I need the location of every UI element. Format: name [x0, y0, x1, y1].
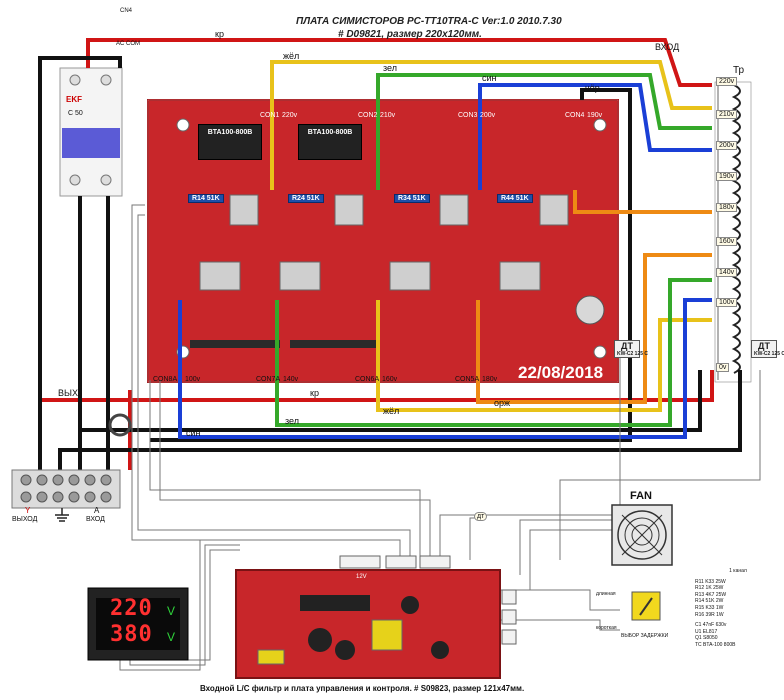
resistor-r24: R24 51K — [288, 194, 324, 203]
wire-label-kr-bottom: кр — [310, 388, 319, 398]
transformer-tap-210: 210v — [716, 110, 738, 119]
top-connector-name: CN4 — [120, 8, 133, 14]
transformer-tap-0: 0v — [716, 363, 730, 372]
transformer-coil — [714, 81, 752, 383]
display-upper-unit: V — [167, 604, 176, 618]
board-temp-sensor: ДТ KW-C2 125 C — [614, 340, 648, 358]
legend-row: R13 4K7 25W — [695, 591, 727, 598]
fan-icon — [611, 504, 673, 566]
board-connector-8a: CON8A — [153, 376, 178, 383]
breaker-brand: EKF — [66, 95, 82, 104]
board-connector-5a: CON5A — [455, 376, 480, 383]
wire-yellow — [270, 60, 712, 412]
legend-row: R14 51K 2W — [695, 598, 724, 605]
page-subtitle: # D09821, размер 220х120мм. — [338, 29, 482, 40]
terminal-out-marker: Y — [25, 506, 31, 515]
switch-label-short: короткая — [596, 625, 617, 631]
wire-label-zhel-top: жёл — [283, 51, 300, 61]
wire-label-zhel-bottom: жёл — [383, 406, 400, 416]
display-upper-value: 220 — [110, 596, 153, 621]
legend-row: Q1 S8050 — [695, 635, 718, 642]
legend-row: TC BTA-100 800B — [695, 641, 736, 648]
terminal-in-label: ВХОД — [86, 516, 105, 523]
page-title: ПЛАТА СИМИСТОРОВ PC-TT10TRA-C Ver:1.0 20… — [296, 16, 562, 27]
transformer-temp-sensor: ДТ KW-C2 125 C — [751, 340, 784, 358]
board-voltage-180: 180v — [482, 376, 498, 383]
signal-wires — [119, 204, 761, 671]
legend-row: U1 EL817 — [695, 628, 718, 635]
transformer-tap-160: 160v — [716, 237, 738, 246]
legend-row: C1 47nF 630v — [695, 622, 727, 629]
current-sensor-ring — [108, 413, 132, 437]
legend-header: 1 канал — [729, 568, 747, 574]
board-voltage-160: 160v — [382, 376, 398, 383]
transformer-name: Тр — [733, 65, 745, 76]
top-connector-label: AC COM — [116, 41, 140, 47]
resistor-r34: R34 51K — [394, 194, 430, 203]
control-board — [235, 569, 501, 679]
board-connector-2: CON2 — [358, 112, 378, 119]
breaker-rating: C 50 — [68, 110, 83, 117]
control-board-components — [257, 555, 517, 665]
control-board-voltage: 12V — [356, 574, 367, 580]
wire-blue — [178, 83, 712, 439]
board-voltage-2: 210v — [380, 112, 396, 119]
fan-temp-sensor: дт — [474, 512, 488, 521]
transformer-tap-200: 200v — [716, 141, 738, 150]
wire-orange — [476, 190, 712, 404]
board-connector-3: CON3 — [458, 112, 478, 119]
display-lower-unit: V — [167, 630, 176, 644]
wire-label-zel-bottom: зел — [285, 416, 299, 426]
board-voltage-100: 100v — [185, 376, 201, 383]
terminal-out-label: ВЫХОД — [12, 516, 38, 523]
switch-caption: ВЫБОР ЗАДЕРЖКИ — [621, 633, 669, 639]
legend-row: R15 K33 1W — [695, 604, 724, 611]
board-voltage-3: 200v — [480, 112, 496, 119]
component-legend: 1 канал R11 K33 25W R12 1K 25W R13 4K7 2… — [695, 568, 781, 649]
transformer-tap-140: 140v — [716, 268, 738, 277]
date-stamp: 22/08/2018 — [518, 363, 604, 382]
board-voltage-4: 190v — [587, 112, 603, 119]
wire-label-kr-top: кр — [215, 29, 224, 39]
fan-label: FAN — [630, 490, 652, 502]
terminal-in-marker: A — [94, 506, 100, 515]
display-lower-value: 380 — [110, 622, 153, 647]
board-components — [176, 118, 607, 359]
resistor-r14: R14 51K — [188, 194, 224, 203]
wire-label-vyh: ВЫХ — [58, 388, 78, 398]
wire-label-orzh-bottom: орж — [494, 398, 511, 408]
switch-label-long: длинная — [596, 591, 616, 597]
transformer-tap-190: 190v — [716, 172, 738, 181]
ground-icon — [55, 508, 69, 522]
board-connector-1: CON1 — [260, 112, 280, 119]
transformer-tap-180: 180v — [716, 203, 738, 212]
triac-2: BTA100-800B — [298, 124, 362, 160]
wire-label-zel-top: зел — [383, 63, 397, 73]
board-voltage-1: 220v — [282, 112, 298, 119]
wire-black — [38, 56, 742, 470]
board-connector-6a: CON6A — [355, 376, 380, 383]
triac-1: BTA100-800B — [198, 124, 262, 160]
legend-row: R11 K33 25W — [695, 578, 726, 585]
wire-label-sin-top: син — [482, 73, 497, 83]
board-voltage-140: 140v — [283, 376, 299, 383]
wire-label-chyor-top: чёр — [585, 83, 600, 93]
board-connector-4: CON4 — [565, 112, 585, 119]
board-connector-7a: CON7A — [256, 376, 281, 383]
transformer-tap-220: 220v — [716, 77, 738, 86]
control-board-caption: Входной L/C фильтр и плата управления и … — [200, 684, 525, 693]
wire-label-vhod: ВХОД — [655, 42, 680, 52]
transformer-tap-100: 100v — [716, 298, 738, 307]
legend-row: R16 39R 1W — [695, 611, 724, 618]
wire-label-sin-bottom: син — [186, 428, 201, 438]
wire-green — [275, 73, 712, 427]
legend-row: R12 1K 25W — [695, 585, 724, 592]
resistor-r44: R44 51K — [497, 194, 533, 203]
delay-switch-icon — [631, 591, 661, 621]
